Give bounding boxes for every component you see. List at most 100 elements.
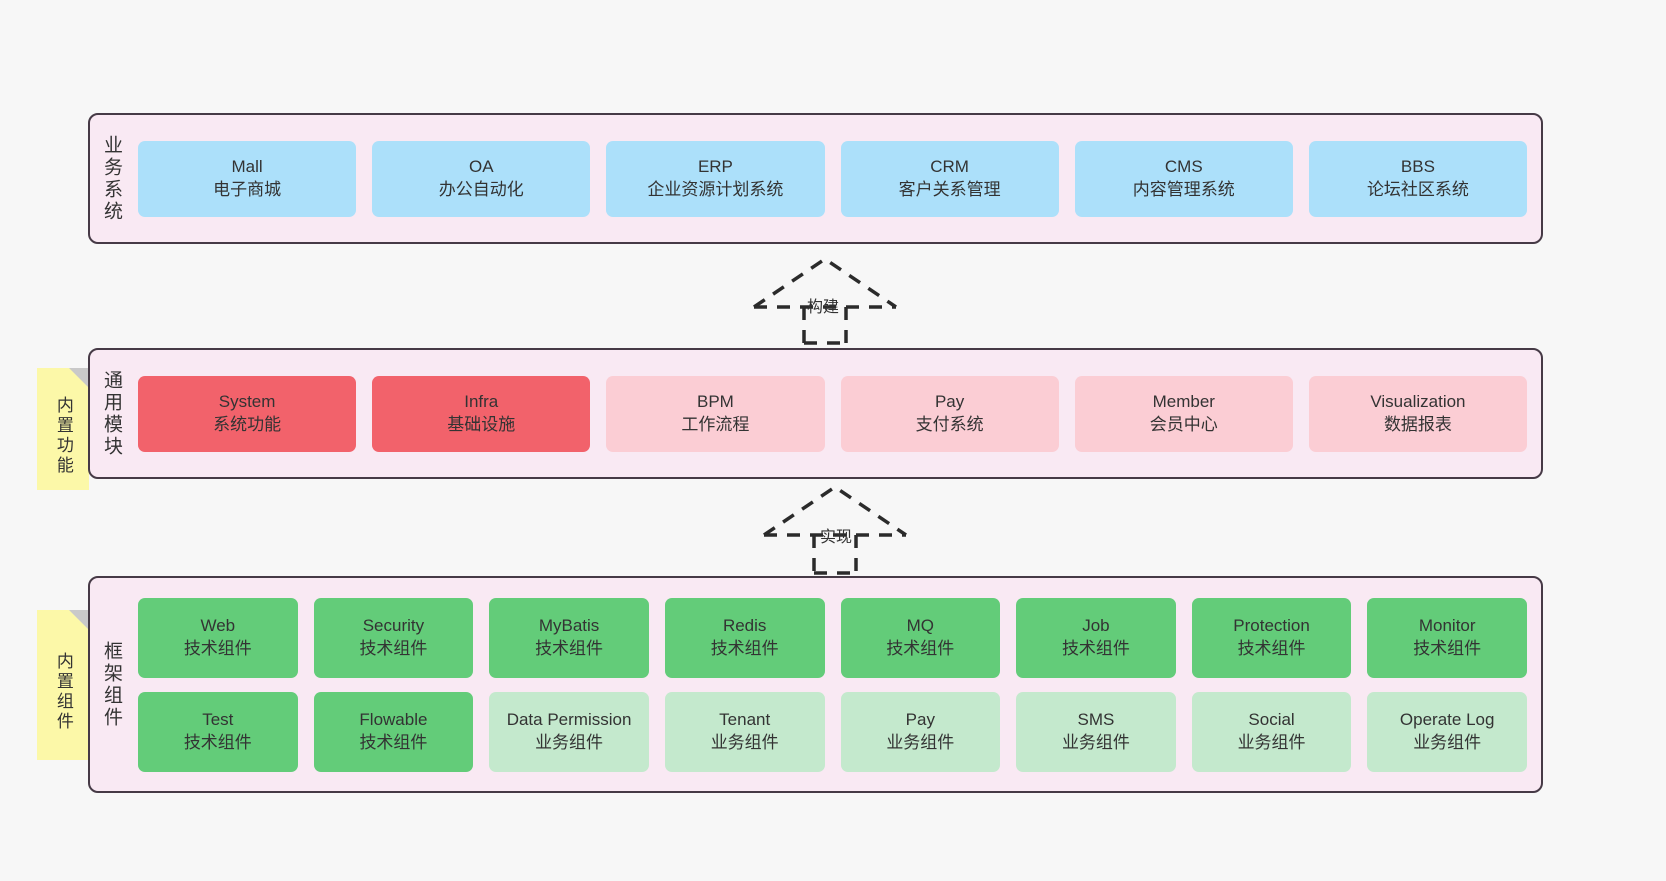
card-subtitle: 论坛社区系统 (1366, 179, 1469, 199)
card-subtitle: 业务组件 (886, 732, 955, 752)
section-title-business-systems: 业务系统 (90, 115, 132, 242)
card-title: Member (1152, 392, 1215, 412)
card-job[interactable]: Job 技术组件 (1016, 597, 1176, 678)
card-title: Monitor (1418, 616, 1476, 636)
card-test[interactable]: Test 技术组件 (138, 691, 298, 772)
card-title: Visualization (1370, 392, 1466, 412)
card-bpm[interactable]: BPM 工作流程 (606, 375, 825, 452)
card-title: Pay (905, 710, 935, 730)
card-subtitle: 技术组件 (1237, 638, 1306, 658)
arrow-build-icon (753, 256, 897, 345)
card-operate-log[interactable]: Operate Log 业务组件 (1367, 691, 1527, 772)
card-web[interactable]: Web 技术组件 (138, 597, 298, 678)
card-bbs[interactable]: BBS 论坛社区系统 (1308, 140, 1528, 217)
card-row: System 系统功能 Infra 基础设施 BPM 工作流程 Pay 支付系统… (138, 375, 1528, 452)
note-builtin-component: 内置组件 (37, 610, 89, 760)
card-title: Job (1082, 616, 1110, 636)
card-erp[interactable]: ERP 企业资源计划系统 (606, 140, 825, 217)
card-row: Mall 电子商城 OA 办公自动化 ERP 企业资源计划系统 CRM 客户关系… (138, 140, 1528, 217)
card-subtitle: 支付系统 (915, 414, 984, 434)
card-subtitle: 内容管理系统 (1132, 179, 1235, 199)
card-monitor[interactable]: Monitor 技术组件 (1367, 597, 1527, 678)
card-tenant[interactable]: Tenant 业务组件 (664, 691, 825, 772)
arrow-build-label: 构建 (807, 299, 840, 316)
card-title: Test (202, 710, 234, 730)
card-title: BBS (1400, 157, 1435, 177)
section-title-label: 框架组件 (100, 640, 122, 729)
card-subtitle: 技术组件 (535, 638, 604, 658)
card-mybatis[interactable]: MyBatis 技术组件 (489, 597, 649, 678)
card-oa[interactable]: OA 办公自动化 (372, 140, 591, 217)
note-fold-icon (69, 610, 89, 630)
card-subtitle: 技术组件 (183, 638, 252, 658)
card-sms[interactable]: SMS 业务组件 (1016, 691, 1176, 772)
section-title-framework-components: 框架组件 (90, 578, 132, 791)
arrow-implement: 实现 (762, 483, 922, 575)
card-cms[interactable]: CMS 内容管理系统 (1074, 140, 1293, 217)
card-crm[interactable]: CRM 客户关系管理 (840, 140, 1059, 217)
card-security[interactable]: Security 技术组件 (313, 597, 474, 678)
card-title: Pay (934, 392, 965, 412)
card-subtitle: 业务组件 (710, 732, 779, 752)
card-redis[interactable]: Redis 技术组件 (664, 597, 825, 678)
note-builtin-feature: 内置功能 (37, 368, 89, 490)
card-title: ERP (697, 157, 733, 177)
card-title: BPM (697, 392, 734, 412)
note-fold-icon (69, 368, 89, 388)
card-row: Web 技术组件 Security 技术组件 MyBatis 技术组件 Redi… (138, 597, 1527, 678)
card-subtitle: 业务组件 (535, 732, 604, 752)
card-subtitle: 会员中心 (1149, 414, 1218, 434)
card-pay-component[interactable]: Pay 业务组件 (840, 691, 1001, 772)
section-title-label: 业务系统 (100, 134, 122, 223)
card-title: Security (362, 616, 425, 636)
card-visualization[interactable]: Visualization 数据报表 (1308, 375, 1528, 452)
card-title: Redis (722, 616, 767, 636)
card-title: SMS (1077, 710, 1115, 730)
card-title: Data Permission (506, 710, 632, 730)
card-subtitle: 技术组件 (359, 732, 428, 752)
note-builtin-feature-label: 内置功能 (53, 396, 73, 476)
card-subtitle: 技术组件 (1413, 638, 1482, 658)
card-subtitle: 电子商城 (213, 179, 282, 199)
card-pay-module[interactable]: Pay 支付系统 (840, 375, 1059, 452)
card-subtitle: 技术组件 (886, 638, 955, 658)
card-title: Operate Log (1399, 710, 1495, 730)
card-system[interactable]: System 系统功能 (138, 375, 357, 452)
card-subtitle: 技术组件 (1061, 638, 1130, 658)
card-subtitle: 业务组件 (1237, 732, 1306, 752)
card-title: Web (200, 616, 236, 636)
card-member[interactable]: Member 会员中心 (1074, 375, 1293, 452)
card-subtitle: 技术组件 (710, 638, 779, 658)
card-title: Infra (464, 392, 499, 412)
card-flowable[interactable]: Flowable 技术组件 (313, 691, 474, 772)
card-title: OA (468, 157, 494, 177)
card-title: System (218, 392, 276, 412)
card-title: Mall (231, 157, 263, 177)
card-subtitle: 客户关系管理 (898, 179, 1001, 199)
note-builtin-component-label: 内置组件 (53, 652, 73, 732)
card-subtitle: 企业资源计划系统 (647, 179, 784, 199)
card-subtitle: 业务组件 (1061, 732, 1130, 752)
card-subtitle: 系统功能 (213, 414, 282, 434)
card-infra[interactable]: Infra 基础设施 (372, 375, 591, 452)
card-mq[interactable]: MQ 技术组件 (840, 597, 1001, 678)
card-subtitle: 技术组件 (359, 638, 428, 658)
cards-area-framework-components: Web 技术组件 Security 技术组件 MyBatis 技术组件 Redi… (132, 578, 1541, 791)
arrow-implement-icon (763, 484, 907, 575)
card-title: Protection (1233, 616, 1310, 636)
card-social[interactable]: Social 业务组件 (1191, 691, 1352, 772)
card-title: CRM (930, 157, 969, 177)
section-framework-components: 框架组件 Web 技术组件 Security 技术组件 MyBatis 技术组件… (88, 576, 1543, 793)
section-title-label: 通用模块 (100, 369, 122, 458)
cards-area-common-modules: System 系统功能 Infra 基础设施 BPM 工作流程 Pay 支付系统… (132, 350, 1541, 477)
arrow-build: 构建 (752, 255, 912, 345)
card-title: Tenant (719, 710, 771, 730)
card-mall[interactable]: Mall 电子商城 (138, 140, 357, 217)
section-business-systems: 业务系统 Mall 电子商城 OA 办公自动化 ERP 企业资源计划系统 CRM (88, 113, 1543, 244)
card-protection[interactable]: Protection 技术组件 (1191, 597, 1352, 678)
card-title: Social (1248, 710, 1295, 730)
card-row: Test 技术组件 Flowable 技术组件 Data Permission … (138, 691, 1527, 772)
section-common-modules: 通用模块 System 系统功能 Infra 基础设施 BPM 工作流程 Pay (88, 348, 1543, 479)
card-data-permission[interactable]: Data Permission 业务组件 (489, 691, 649, 772)
